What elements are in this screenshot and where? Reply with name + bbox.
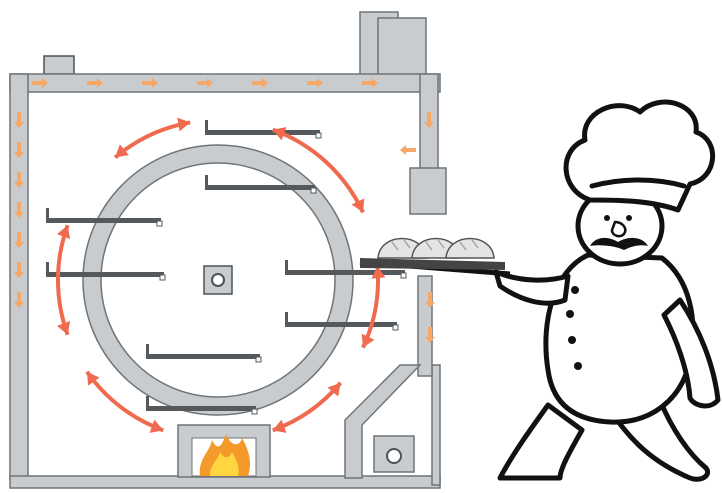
shelf xyxy=(146,344,261,362)
rotation-arrow xyxy=(357,265,386,350)
baker-button xyxy=(566,310,574,318)
baker-button xyxy=(571,286,579,294)
baker-button xyxy=(568,336,576,344)
left-vent-stack xyxy=(44,56,74,74)
baker-figure xyxy=(496,102,718,479)
baker-eye-left xyxy=(604,215,610,221)
shelf xyxy=(205,120,321,138)
bread-loaves xyxy=(378,239,494,259)
duct-airflow-arrows xyxy=(14,78,435,343)
fan-icon xyxy=(387,449,401,463)
drum-axle-icon xyxy=(212,274,224,286)
peel-paddle xyxy=(360,258,505,270)
baker-back-leg xyxy=(500,405,582,478)
bread-loaf xyxy=(446,239,494,259)
airflow-arrow xyxy=(400,145,416,155)
right-lower-wall xyxy=(432,365,440,485)
right-duct-box xyxy=(410,168,446,214)
baker-eye-right xyxy=(626,215,632,221)
baker-button xyxy=(574,362,582,370)
door-column xyxy=(418,276,432,376)
shelf xyxy=(46,262,165,280)
baker-hat xyxy=(566,102,713,210)
baker-nose xyxy=(612,222,625,236)
baker-arm-left xyxy=(496,272,568,303)
flue-stack-front xyxy=(378,18,426,76)
oven-floor xyxy=(10,476,440,488)
rotation-arrow xyxy=(57,223,74,337)
